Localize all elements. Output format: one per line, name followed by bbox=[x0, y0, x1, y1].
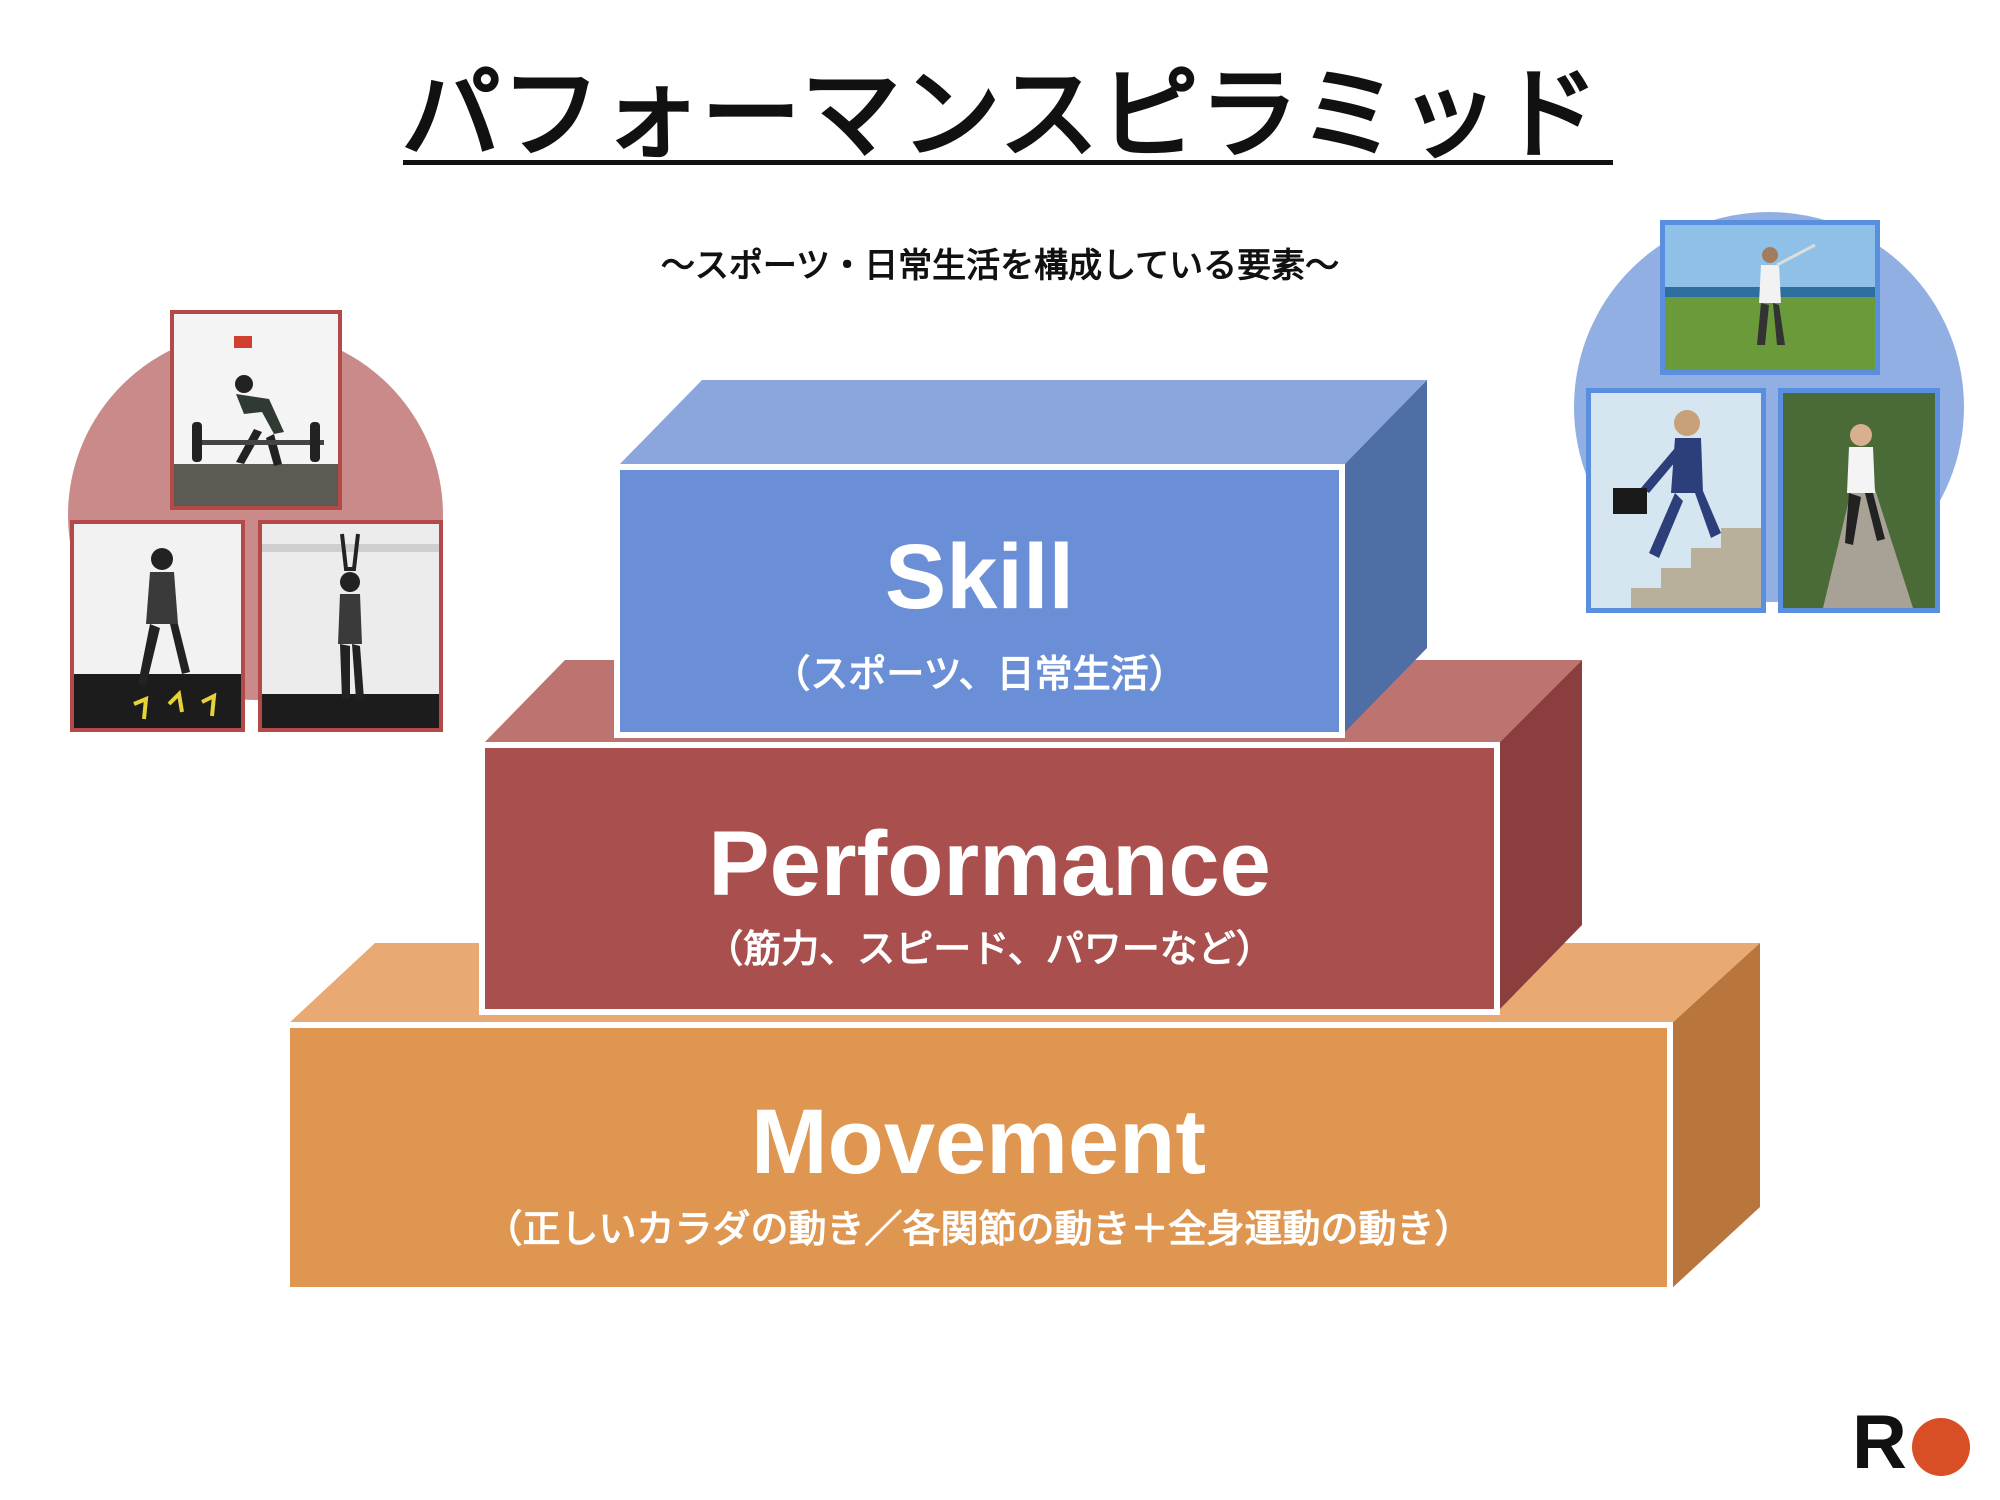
page-title: パフォーマンスピラミッド bbox=[401, 56, 1599, 173]
performance-label: Performance bbox=[708, 813, 1271, 915]
movement-label: Movement bbox=[751, 1091, 1206, 1193]
movement-block bbox=[284, 943, 1760, 1293]
performance-description: （筋力、スピード、パワーなど） bbox=[705, 927, 1274, 971]
performance-block-front bbox=[479, 742, 1500, 1015]
skill-block bbox=[614, 380, 1427, 738]
businessman-stairs-photo bbox=[1586, 388, 1766, 613]
skill-block-top bbox=[617, 380, 1427, 467]
title-underline bbox=[403, 160, 1613, 165]
performance-block-side bbox=[1497, 660, 1582, 1012]
runner-photo bbox=[1778, 388, 1940, 613]
logo-letter: R bbox=[1852, 1400, 1907, 1485]
skill-block-front bbox=[614, 464, 1345, 738]
movement-description: （正しいカラダの動き／各関節の動き＋全身運動の動き） bbox=[484, 1207, 1473, 1251]
deadlift-photo bbox=[170, 310, 342, 510]
movement-block-side bbox=[1670, 943, 1760, 1290]
hurdle-drill-photo bbox=[70, 520, 245, 732]
golf-photo bbox=[1660, 220, 1880, 375]
skill-label: Skill bbox=[884, 526, 1075, 628]
jump-photo bbox=[258, 520, 443, 732]
movement-block-front bbox=[284, 1022, 1673, 1293]
page-subtitle: 〜スポーツ・日常生活を構成している要素〜 bbox=[660, 246, 1340, 286]
skill-block-side bbox=[1342, 380, 1427, 735]
logo-dot-icon bbox=[1912, 1418, 1970, 1476]
skill-description: （スポーツ、日常生活） bbox=[772, 652, 1187, 696]
